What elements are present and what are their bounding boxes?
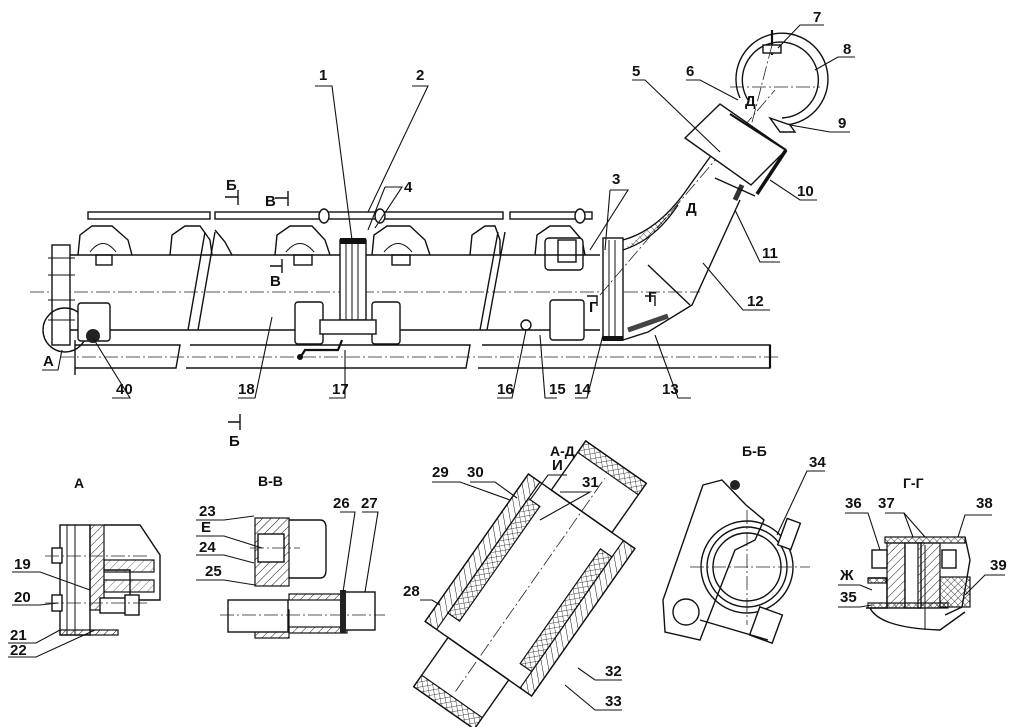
callout-30: 30 (467, 464, 484, 481)
section-mark-b-bottom: Б (229, 433, 240, 450)
section-mark-d-bottom: Д (686, 200, 697, 217)
section-marks (225, 190, 656, 430)
left-flange (42, 244, 111, 375)
callout-40: 40 (116, 381, 133, 398)
callout-38: 38 (976, 495, 993, 512)
callout-zh: Ж (839, 567, 854, 584)
view-bb-title: Б-Б (742, 443, 767, 459)
roller-supports (77, 225, 586, 271)
pipe-body (30, 231, 780, 369)
callout-8: 8 (843, 41, 851, 58)
callout-12: 12 (747, 293, 764, 310)
callout-20: 20 (14, 589, 31, 606)
callout-1: 1 (319, 67, 327, 84)
section-view-ad: А-Д 29 30 И 31 28 32 33 (403, 439, 648, 727)
view-a-title: А (74, 475, 84, 491)
section-view-bb: Б-Б 34 (662, 443, 826, 645)
center-joint (294, 238, 401, 360)
section-mark-v-top: В (265, 193, 276, 210)
callout-35: 35 (840, 589, 857, 606)
callout-32: 32 (605, 663, 622, 680)
callout-23: 23 (199, 503, 216, 520)
callout-7: 7 (813, 9, 821, 26)
callout-36: 36 (845, 495, 862, 512)
ring-hanger (730, 30, 829, 133)
callout-33: 33 (605, 693, 622, 710)
elbow-pipe (599, 89, 776, 341)
callout-29: 29 (432, 464, 449, 481)
callout-27: 27 (361, 495, 378, 512)
callout-37: 37 (878, 495, 895, 512)
callout-31: 31 (582, 474, 599, 491)
callout-13: 13 (662, 381, 679, 398)
callout-e: Е (201, 519, 211, 536)
main-view: 1 2 3 4 5 6 7 8 9 10 11 12 13 14 15 16 1… (30, 9, 855, 450)
callout-10: 10 (797, 183, 814, 200)
callout-34: 34 (809, 454, 826, 471)
callout-26: 26 (333, 495, 350, 512)
callout-16: 16 (497, 381, 514, 398)
right-joint (520, 237, 624, 341)
callout-2: 2 (416, 67, 424, 84)
section-mark-d-top: Д (745, 93, 756, 110)
callout-39: 39 (990, 557, 1007, 574)
view-ad-title: А-Д (550, 443, 575, 459)
section-mark-g-right: Г (648, 289, 657, 306)
gate-box (683, 103, 788, 197)
callout-22: 22 (10, 642, 27, 659)
section-mark-b-top: Б (226, 177, 237, 194)
section-view-gg: Г-Г 36 37 38 Ж 35 39 (838, 475, 1007, 631)
callout-21: 21 (10, 627, 27, 644)
callout-17: 17 (332, 381, 349, 398)
callout-3: 3 (612, 171, 620, 188)
callout-14: 14 (574, 381, 591, 398)
callout-25: 25 (205, 563, 222, 580)
callout-9: 9 (838, 115, 846, 132)
section-mark-g-left: Г (589, 299, 598, 316)
callout-6: 6 (686, 63, 694, 80)
callout-24: 24 (199, 539, 216, 556)
main-leaders (42, 24, 855, 399)
view-gg-title: Г-Г (903, 475, 924, 491)
section-view-vv: В-В 23 Е 24 25 26 27 (196, 473, 385, 639)
callout-4: 4 (404, 179, 413, 196)
callout-18: 18 (238, 381, 255, 398)
top-rod (87, 208, 593, 224)
detail-view-a: А 19 20 21 22 (8, 475, 161, 659)
callout-28: 28 (403, 583, 420, 600)
callout-5: 5 (632, 63, 640, 80)
callout-i: И (552, 457, 563, 474)
detail-mark-a: А (43, 353, 54, 370)
section-mark-v-bottom: В (270, 273, 281, 290)
callout-11: 11 (762, 245, 778, 262)
callout-19: 19 (14, 556, 31, 573)
callout-15: 15 (549, 381, 566, 398)
view-vv-title: В-В (258, 473, 283, 489)
